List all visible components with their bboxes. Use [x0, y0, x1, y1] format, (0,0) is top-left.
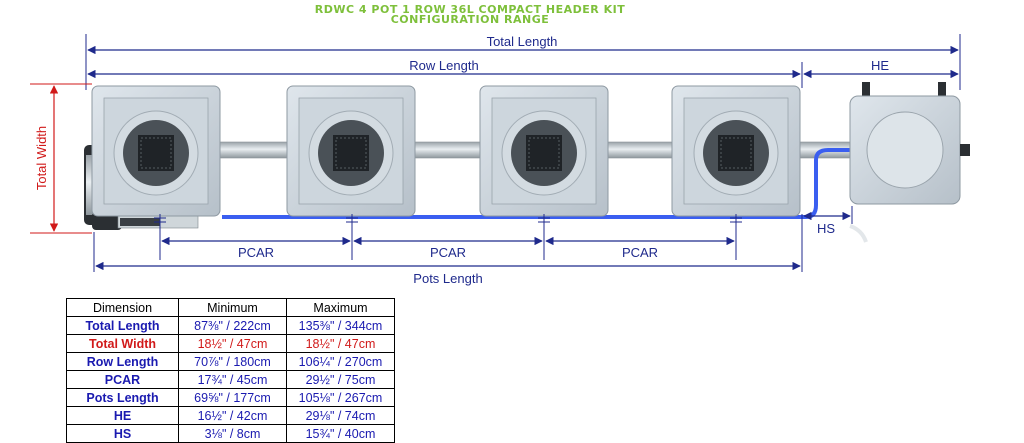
table-cell-max: 18½" / 47cm [286, 334, 395, 353]
table-cell-max: 29½" / 75cm [286, 370, 395, 389]
pot-2 [286, 85, 416, 217]
pot-1 [91, 85, 221, 217]
header-maximum: Maximum [286, 298, 395, 317]
header-minimum: Minimum [178, 298, 287, 317]
header-tank [849, 82, 970, 243]
table-cell-min: 17¾" / 45cm [178, 370, 287, 389]
table-cell-min: 70⅞" / 180cm [178, 352, 287, 371]
pot-4 [671, 85, 801, 217]
pcar-label-2: PCAR [430, 245, 466, 260]
table-cell-dimension: HE [66, 406, 179, 425]
pcar-label-1: PCAR [238, 245, 274, 260]
table-header-row: Dimension Minimum Maximum [66, 298, 395, 317]
table-cell-dimension: Row Length [66, 352, 179, 371]
table-cell-min: 18½" / 47cm [178, 334, 287, 353]
diagram-title-line2: CONFIGURATION RANGE [391, 13, 550, 26]
diagram-title-line1: RDWC 4 POT 1 ROW 36L COMPACT HEADER KIT [315, 3, 625, 16]
total-width-label: Total Width [34, 126, 49, 190]
row-length-label: Row Length [409, 58, 478, 73]
table-cell-dimension: PCAR [66, 370, 179, 389]
table-cell-min: 87⅜" / 222cm [178, 316, 287, 335]
total-length-label: Total Length [487, 34, 558, 49]
table-cell-min: 16½" / 42cm [178, 406, 287, 425]
pots-length-label: Pots Length [413, 271, 482, 286]
table-cell-min: 69⅝" / 177cm [178, 388, 287, 407]
table-cell-dimension: Pots Length [66, 388, 179, 407]
table-cell-max: 106¼" / 270cm [286, 352, 395, 371]
hs-label: HS [817, 221, 835, 236]
header-dimension: Dimension [66, 298, 179, 317]
table-cell-max: 135⅜" / 344cm [286, 316, 395, 335]
pcar-label-3: PCAR [622, 245, 658, 260]
table-cell-dimension: Total Width [66, 334, 179, 353]
pot-3 [479, 85, 609, 217]
table-cell-min: 3⅛" / 8cm [178, 424, 287, 443]
table-cell-max: 105⅛" / 267cm [286, 388, 395, 407]
he-label: HE [871, 58, 889, 73]
table-cell-max: 29⅛" / 74cm [286, 406, 395, 425]
table-cell-dimension: Total Length [66, 316, 179, 335]
